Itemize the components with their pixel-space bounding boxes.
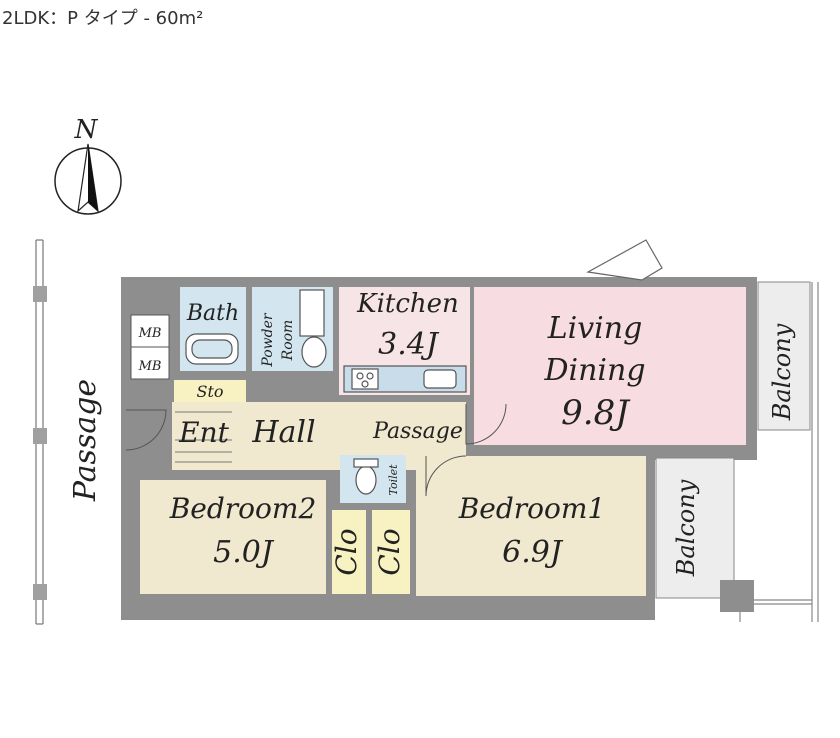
dining-label: Dining [543, 353, 645, 388]
balcony-column [720, 580, 754, 612]
bedroom1-size: 6.9J [502, 535, 564, 570]
sink-icon [423, 369, 457, 389]
bedroom2-label: Bedroom2 [169, 492, 317, 525]
kitchen-label: Kitchen [356, 289, 459, 319]
page-title: 2LDK：P タイプ - 60m² [2, 8, 204, 29]
hall-label: Hall [251, 415, 315, 450]
shelf-icon [299, 289, 325, 337]
bedroom1-label: Bedroom1 [458, 492, 606, 525]
powder-label-1: Powder [260, 312, 276, 368]
balcony-bottom-label: Balcony [672, 479, 700, 577]
living-label: Living [547, 311, 643, 346]
storage-room [174, 380, 246, 402]
living-size: 9.8J [561, 393, 631, 433]
bath-label: Bath [186, 301, 239, 326]
closet-right-label: Clo [373, 528, 406, 575]
closet-left-label: Clo [330, 528, 363, 575]
storage-label: Sto [196, 382, 223, 401]
entrance-hatch [175, 411, 232, 463]
compass: N [54, 115, 122, 215]
fixtures [185, 289, 467, 495]
living-dining-room [474, 287, 746, 445]
bedroom2-size: 5.0J [213, 535, 275, 570]
kitchen-size: 3.4J [378, 327, 440, 362]
passage-rail-posts [33, 286, 47, 600]
bedroom2-room [140, 480, 326, 594]
mb-label-1: MB [138, 326, 162, 341]
stove-icon [351, 368, 379, 390]
balcony-bottom [655, 457, 735, 599]
room-labels: MB MB Bath Powder Room Kitchen 3.4J Livi… [138, 289, 796, 577]
corridor-label: Passage [68, 379, 103, 502]
compass-label: N [74, 115, 99, 145]
toilet-bowl-icon [355, 465, 377, 495]
closet-right [372, 510, 410, 594]
balcony-top [757, 281, 811, 431]
door-swings [125, 403, 507, 497]
bedroom1-room [416, 456, 646, 596]
entrance-label: Ent [178, 416, 229, 449]
mb-label-2: MB [138, 359, 162, 374]
washbasin-icon [301, 336, 327, 368]
bay-window [586, 239, 663, 281]
north-arrow-icon [88, 144, 98, 211]
room-fills [130, 281, 811, 599]
toilet-label: Toilet [387, 464, 400, 496]
passage-label: Passage [372, 419, 463, 444]
powder-label-2: Room [280, 320, 296, 362]
closet-left [332, 510, 366, 594]
entrance-area [172, 402, 236, 470]
balcony-top-label: Balcony [768, 323, 796, 421]
